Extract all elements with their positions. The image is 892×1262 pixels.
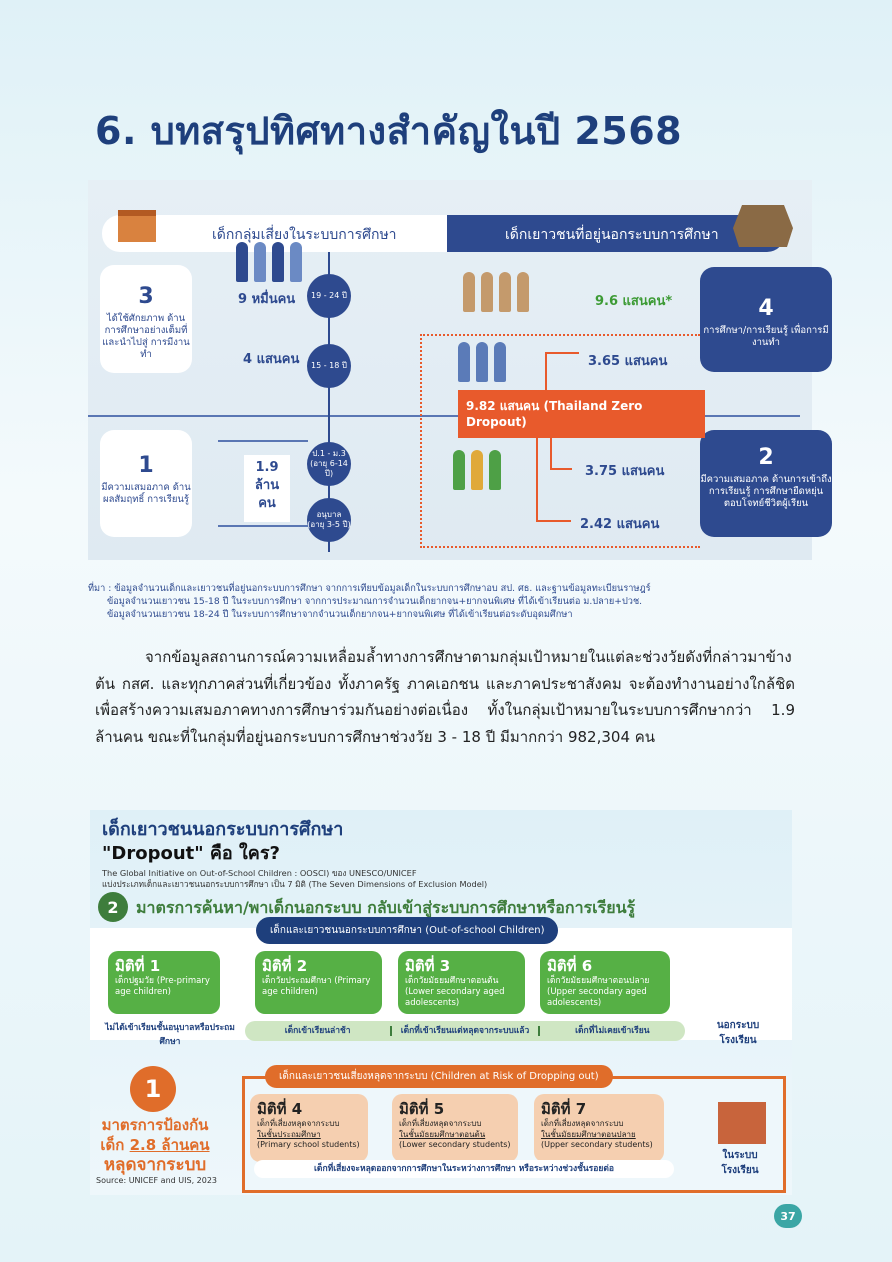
inside-school-label: ในระบบโรงเรียน	[721, 1150, 759, 1176]
infographic-risk-groups: เด็กกลุ่มเสี่ยงในระบบการศึกษา เด็กเยาวชน…	[88, 180, 832, 560]
children-illustration	[453, 450, 501, 490]
risk-pill: เด็กและเยาวชนเสี่ยงหลุดจากระบบ (Children…	[265, 1065, 613, 1088]
bracket-line	[218, 525, 308, 527]
note: ข้อมูลจำนวนเยาวชน 15-18 ปี ในระบบการศึกษ…	[107, 596, 643, 607]
connector	[545, 352, 547, 392]
source-notes: ที่มา : ข้อมูลจำนวนเด็กและเยาวชนที่อยู่น…	[88, 582, 651, 621]
connector	[550, 468, 572, 470]
hut-icon	[733, 205, 793, 247]
page-number: 37	[774, 1204, 802, 1228]
oos-category-bar: เด็กเข้าเรียนล่าช้าเด็กที่เข้าเรียนแต่หล…	[245, 1021, 685, 1041]
measure-2-badge: 2	[98, 892, 128, 922]
header-out-of-system: เด็กเยาวชนที่อยู่นอกระบบการศึกษา	[447, 215, 785, 252]
age-15-18: 15 - 18 ปี	[307, 344, 351, 388]
zero-dropout-total: 9.82 แสนคน (Thailand Zero Dropout)	[458, 390, 705, 438]
connector	[536, 520, 571, 522]
age-kindergarten: อนุบาล(อายุ 3-5 ปี)	[307, 498, 351, 542]
bracket-line	[218, 440, 308, 442]
infographic-dropout: เด็กเยาวชนนอกระบบการศึกษา"Dropout" คือ ใ…	[90, 810, 792, 1195]
school-building-icon	[718, 1102, 766, 1144]
connector	[550, 438, 552, 468]
note: ที่มา : ข้อมูลจำนวนเด็กและเยาวชนที่อยู่น…	[88, 583, 651, 594]
dropout-subtitle: The Global Initiative on Out-of-School C…	[102, 868, 488, 889]
count-3-5-out: 2.42 แสนคน	[580, 517, 660, 532]
school-icon	[118, 210, 156, 242]
students-illustration	[236, 242, 302, 282]
oos-pill: เด็กและเยาวชนนอกระบบการศึกษา (Out-of-sch…	[256, 917, 559, 944]
measure-2-title: มาตรการค้นหา/พาเด็กนอกระบบ กลับเข้าสู่ระ…	[136, 898, 636, 917]
dropout-title: เด็กเยาวชนนอกระบบการศึกษา"Dropout" คือ ใ…	[102, 819, 344, 864]
risk-bar: เด็กที่เสี่ยงจะหลุดออกจากการศึกษาในระหว่…	[254, 1160, 674, 1178]
workers-illustration	[463, 272, 529, 312]
connector	[536, 438, 538, 520]
count-15-18-out: 3.65 แสนคน	[588, 354, 668, 369]
youth-illustration	[458, 342, 506, 382]
count-19-24-in: 9 หมื่นคน	[238, 292, 296, 307]
page-title: 6. บทสรุปทิศทางสำคัญในปี 2568	[95, 109, 683, 153]
age-19-24: 19 - 24 ปี	[307, 274, 351, 318]
count-15-18-in: 4 แสนคน	[243, 352, 300, 367]
age-p1-m3: ป.1 - ม.3(อายุ 6-14 ปี)	[307, 442, 351, 486]
connector	[545, 352, 579, 354]
count-19-24-out: 9.6 แสนคน*	[595, 294, 673, 309]
outside-school-label: นอกระบบโรงเรียน	[716, 1020, 760, 1046]
measure-1-title: มาตรการป้องกัน เด็ก 2.8 ล้านคน หลุดจากระ…	[100, 1116, 210, 1175]
measure-1-badge: 1	[130, 1066, 176, 1112]
age-axis	[328, 252, 330, 552]
source-label: Source: UNICEF and UIS, 2023	[95, 1176, 218, 1185]
dotted-frame	[420, 334, 700, 548]
not-enrolled-label: ไม่ได้เข้าเรียนชั้นอนุบาลหรือประถมศึกษา	[105, 1023, 235, 1047]
count-6-14-out: 3.75 แสนคน	[585, 464, 665, 479]
body-paragraph: จากข้อมูลสถานการณ์ความเหลื่อมล้ำทางการศึ…	[95, 648, 795, 746]
divider	[88, 415, 800, 417]
note: ข้อมูลจำนวนเยาวชน 18-24 ปี ในระบบการศึกษ…	[107, 609, 573, 620]
